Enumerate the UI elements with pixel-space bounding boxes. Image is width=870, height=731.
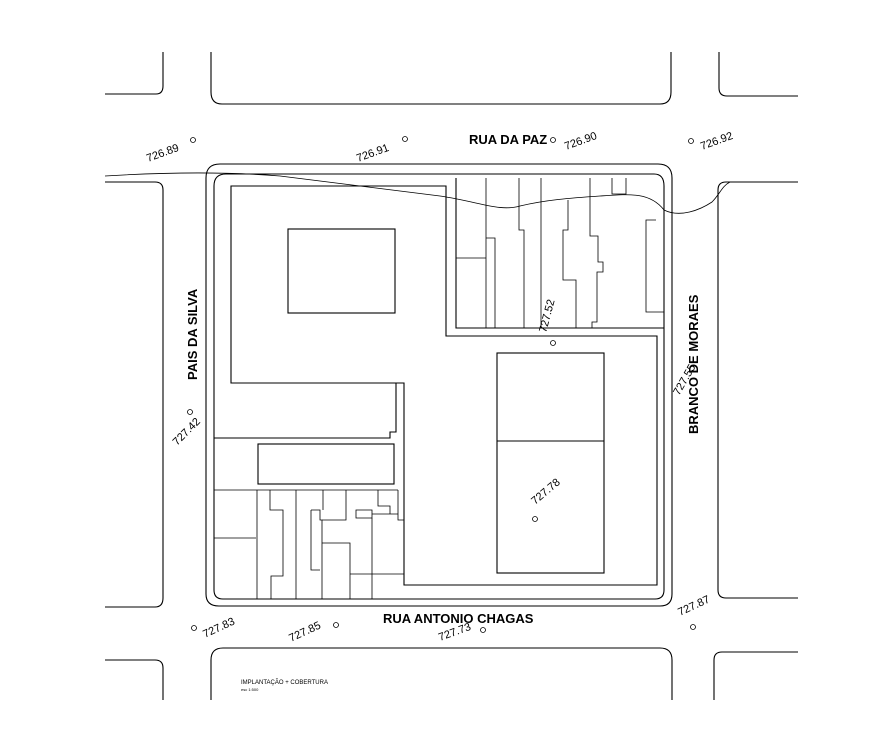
- survey-point: [550, 340, 556, 346]
- survey-point: [550, 137, 556, 143]
- elevation-label: 727.78: [529, 476, 562, 507]
- street-label-east: BRANCO DE MORAES: [686, 294, 701, 434]
- survey-point: [480, 627, 486, 633]
- block-top-right: [718, 52, 798, 97]
- elevation-label: 726.89: [145, 142, 181, 165]
- main-block: [205, 163, 673, 607]
- north-lots: [455, 178, 664, 329]
- block-right: [717, 181, 798, 599]
- elevation-label: 727.87: [676, 594, 712, 619]
- block-left: [105, 181, 164, 608]
- elevation-label: 726.90: [563, 130, 599, 153]
- block-bottom-right: [713, 651, 798, 700]
- elevation-label: 727.42: [171, 416, 203, 448]
- survey-point: [190, 137, 196, 143]
- elevation-label: 726.92: [699, 130, 735, 153]
- block-top-center: [210, 52, 672, 105]
- survey-point: [532, 516, 538, 522]
- survey-points: [187, 136, 696, 633]
- block-top-left: [105, 52, 164, 95]
- north-lots-boundary: [455, 178, 664, 329]
- surrounding-blocks: [105, 52, 798, 700]
- main-block-inner: [213, 173, 665, 600]
- street-label-west: PAIS DA SILVA: [185, 288, 200, 380]
- survey-point: [187, 409, 193, 415]
- building-footprint-north: [287, 228, 396, 314]
- lot-l-shaped: [230, 185, 658, 586]
- survey-point: [688, 138, 694, 144]
- survey-point: [690, 624, 696, 630]
- building-footprint-east: [496, 352, 605, 574]
- street-label-south: RUA ANTONIO CHAGAS: [383, 611, 534, 626]
- contour-line: [104, 172, 731, 214]
- survey-point: [333, 622, 339, 628]
- drawing-scale: esc 1:500: [241, 687, 259, 692]
- survey-point: [191, 625, 197, 631]
- main-block-outer: [205, 163, 673, 607]
- elevation-label: 727.83: [201, 616, 237, 641]
- elevation-label: 727.85: [287, 620, 323, 645]
- sw-building: [257, 443, 395, 485]
- block-bottom-left: [105, 659, 164, 700]
- southwest-lots: [214, 383, 404, 599]
- street-label-north: RUA DA PAZ: [469, 132, 547, 147]
- drawing-title: IMPLANTAÇÃO + COBERTURA: [241, 679, 328, 686]
- elevation-label: 726.91: [355, 142, 391, 165]
- survey-point: [402, 136, 408, 142]
- block-bottom-center: [210, 647, 673, 700]
